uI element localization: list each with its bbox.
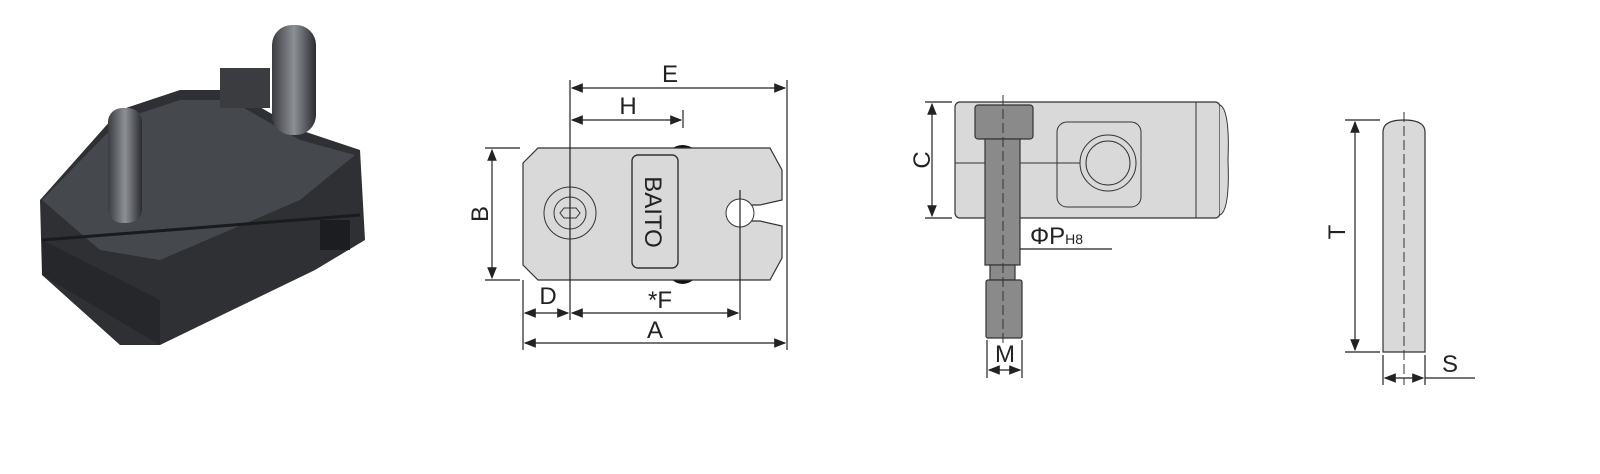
product-photo xyxy=(40,25,365,345)
pin-view: T S xyxy=(1324,112,1475,385)
dim-label-m: M xyxy=(995,341,1015,368)
dim-label-b: B xyxy=(467,206,494,222)
dim-label-a: A xyxy=(647,317,663,344)
dim-label-c: C xyxy=(909,151,936,168)
brand-label: BAITO xyxy=(639,176,666,248)
dim-label-h: H xyxy=(619,93,636,120)
dim-label-t: T xyxy=(1324,224,1351,239)
dim-label-f: *F xyxy=(648,287,672,314)
dim-label-d: D xyxy=(539,283,556,310)
top-view: BAITO E H B D *F A xyxy=(467,61,788,350)
dim-label-s: S xyxy=(1442,351,1458,378)
dim-label-p: ΦPH8 xyxy=(1030,223,1083,250)
side-view: C ΦPH8 M xyxy=(909,95,1229,378)
brand-plate xyxy=(631,154,679,269)
dim-label-e: E xyxy=(662,61,678,88)
